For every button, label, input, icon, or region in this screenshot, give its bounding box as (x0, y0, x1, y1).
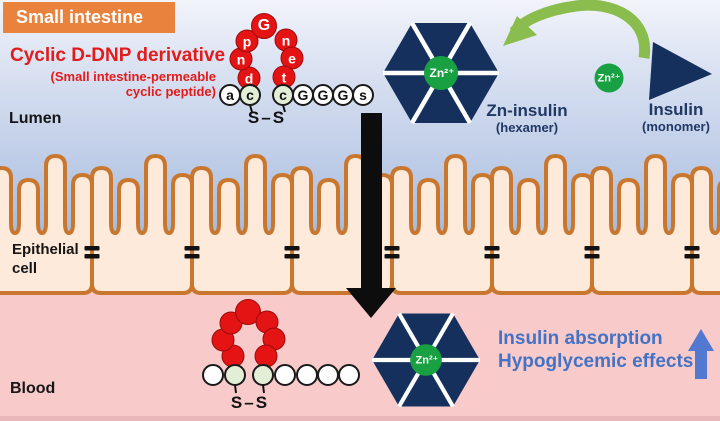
zn-insulin-label: Zn-insulin (486, 101, 568, 120)
residue-circle: e (280, 46, 304, 70)
residue-circle: a (219, 84, 241, 106)
residue-circle-cys (252, 364, 274, 386)
hexamer-formation-arrow (503, 0, 651, 59)
zn-insulin-sublabel: (hexamer) (495, 120, 559, 135)
residue-circle-cys (224, 364, 246, 386)
insulin-monomer-label: Insulin (648, 100, 704, 119)
disulfide-connectors (234, 104, 286, 394)
residue-circle (296, 364, 318, 386)
absorption-arrow (346, 113, 396, 318)
zn-ion-label-hexamer-blood: Zn²⁺ (415, 354, 439, 367)
zn-ion-label-hexamer-lumen: Zn²⁺ (429, 66, 455, 80)
hypoglycemic-effects-label: Hypoglycemic effects (498, 351, 694, 372)
blood-bottom-strip (0, 416, 720, 421)
residue-circle: s (352, 84, 374, 106)
peptide-subtitle-line1: (Small intestine-permeable (50, 69, 216, 84)
blood-label: Blood (10, 380, 56, 397)
residue-circle: G (251, 13, 277, 39)
peptide-title: Cyclic D-DNP derivative (10, 45, 226, 66)
epithelium-layer (0, 154, 720, 295)
insulin-monomer-triangle (649, 42, 712, 100)
residue-circle-cys: c (239, 84, 261, 106)
residue-circle (338, 364, 360, 386)
blood-background (0, 292, 720, 421)
small-intestine-header: Small intestine (3, 2, 175, 33)
residue-circle (202, 364, 224, 386)
residue-circle (317, 364, 339, 386)
residue-circle: p (235, 29, 259, 53)
insulin-monomer-sublabel: (monomer) (642, 119, 710, 134)
zn-ion-label-free: Zn²⁺ (597, 72, 621, 85)
disulfide-bond-label-blood: S–S (230, 393, 270, 412)
peptide-subtitle-line2: cyclic peptide) (125, 84, 216, 99)
tight-junctions (84, 246, 700, 259)
residue-circle (274, 364, 296, 386)
residue-circle: G (312, 84, 334, 106)
residue-circle-cys: c (272, 84, 294, 106)
epithelial-cell-label: Epithelial cell (12, 241, 79, 277)
residue-circle: G (292, 84, 314, 106)
free-zn-ion-circle (594, 63, 624, 93)
disulfide-bond-label-lumen: S–S (247, 108, 287, 127)
increase-arrow (688, 329, 714, 379)
insulin-absorption-label: Insulin absorption (498, 328, 663, 349)
residue-circle: G (332, 84, 354, 106)
lumen-label: Lumen (9, 110, 62, 127)
